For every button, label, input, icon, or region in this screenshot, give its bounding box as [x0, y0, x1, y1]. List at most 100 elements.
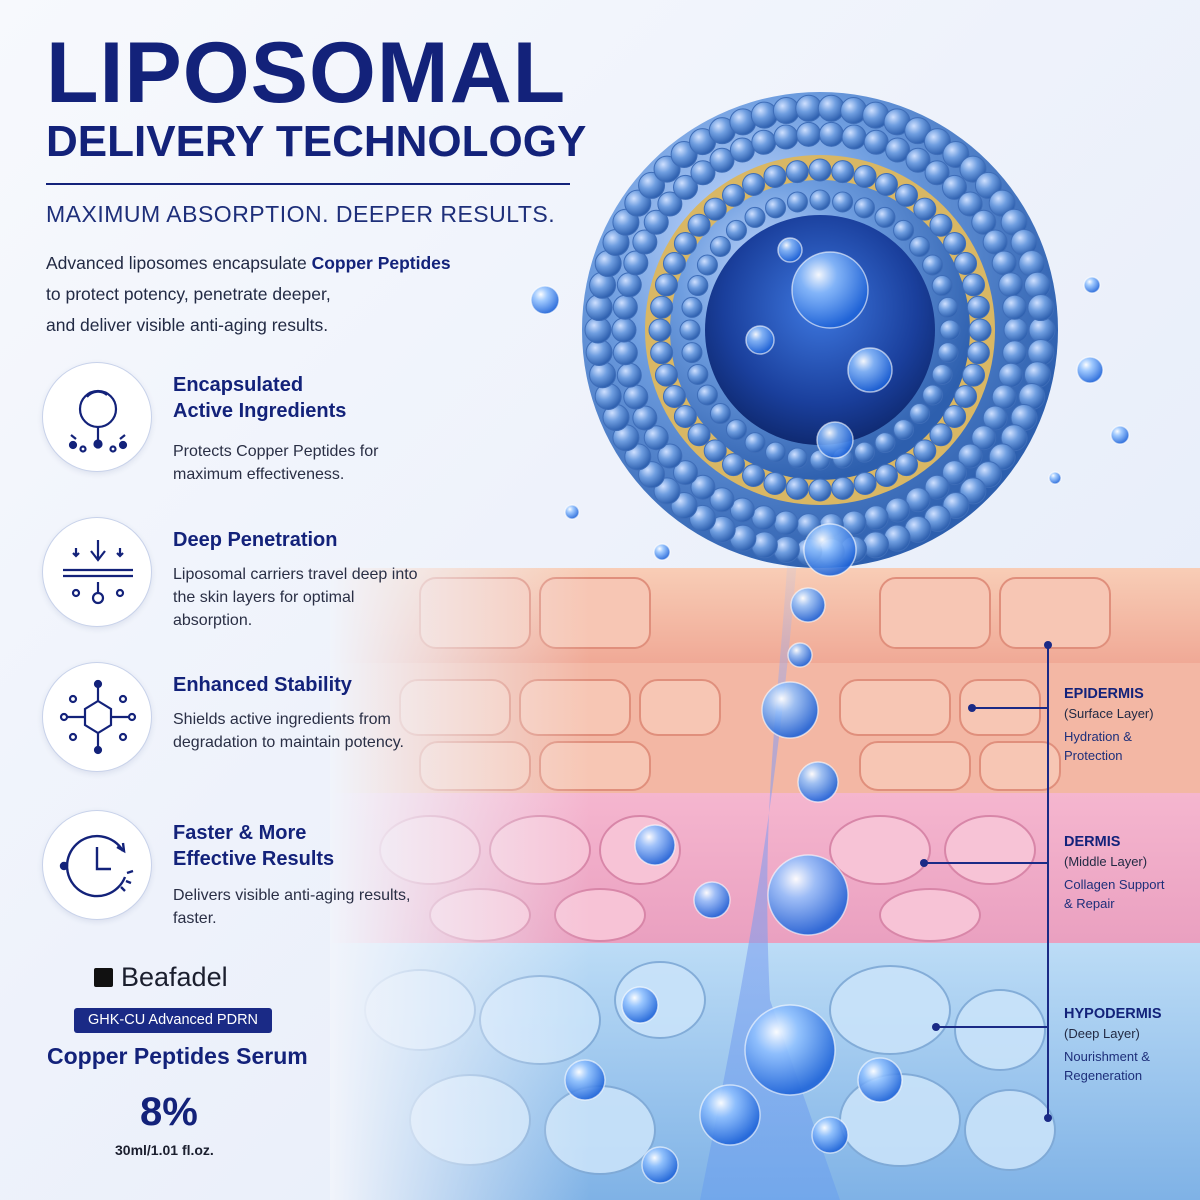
layer-desc-line2: Protection [1064, 748, 1123, 763]
intro-highlight: Copper Peptides [311, 253, 451, 273]
feature-deep-penetration: Deep Penetration Liposomal carriers trav… [42, 517, 422, 632]
lipid-head [687, 363, 709, 385]
lipid-head [924, 474, 950, 500]
lipid-head [942, 460, 968, 486]
brand-square-icon [94, 968, 113, 987]
lipid-head [808, 158, 832, 182]
lipid-head [616, 362, 642, 388]
lipid-head [612, 294, 638, 320]
feature-description: Shields active ingredients from degradat… [173, 711, 404, 751]
lipid-head [942, 492, 970, 520]
lipid-head [939, 319, 961, 341]
lipid-head [968, 318, 992, 342]
feature-title-line1: Enhanced Stability [173, 674, 352, 696]
lipid-head [690, 474, 716, 500]
lipid-head [611, 317, 637, 343]
lipid-head [643, 425, 669, 451]
intro-line3: and deliver visible anti-aging results. [46, 315, 329, 335]
title-divider [46, 183, 570, 185]
lipid-head [632, 229, 658, 255]
feature-title-line2: Active Ingredients [173, 400, 347, 422]
lipid-head [744, 206, 766, 228]
lipid-head [1027, 338, 1055, 366]
lipid-head [929, 213, 953, 237]
feature-title-line2: Effective Results [173, 848, 335, 870]
lipid-head [763, 472, 787, 496]
lipid-head [831, 476, 855, 500]
lipid-head [643, 209, 669, 235]
lipid-head [885, 137, 911, 163]
layer-desc: Hydration &Protection [1064, 727, 1194, 765]
lipid-head [957, 191, 983, 217]
layer-desc-line1: Nourishment & [1064, 1049, 1150, 1064]
lipid-head [962, 273, 986, 297]
lipid-head [796, 121, 822, 147]
lipid-head [922, 254, 944, 276]
feature-title: Enhanced Stability [173, 672, 433, 698]
active-bubbles [530, 237, 1130, 1184]
layer-sub: (Middle Layer) [1064, 854, 1148, 869]
clock-icon [42, 810, 152, 920]
lipid-head [721, 453, 745, 477]
hypodermis-connector [932, 1023, 1047, 1031]
lipid-head [1003, 317, 1029, 343]
lipid-head [632, 405, 658, 431]
lipid-head [751, 505, 777, 531]
lipid-head [673, 231, 697, 255]
feature-description: Liposomal carriers travel deep into the … [173, 566, 418, 629]
lipid-head [589, 361, 617, 389]
feature-title: Deep Penetration [173, 527, 433, 553]
lipid-head [690, 160, 716, 186]
lipid-head [893, 219, 915, 241]
lipid-head [763, 164, 787, 188]
feature-encapsulated: Encapsulated Active Ingredients Protects… [42, 362, 422, 483]
lipid-head [744, 432, 766, 454]
lipid-head [841, 124, 867, 150]
lipid-head [937, 296, 959, 318]
lipid-head [657, 443, 683, 469]
lipid-head [709, 403, 731, 425]
lipid-head [662, 252, 686, 276]
layer-desc-line2: Regeneration [1064, 1068, 1143, 1083]
lipid-head [809, 189, 831, 211]
layer-label-dermis: DERMIS (Middle Layer) Collagen Support& … [1064, 832, 1194, 913]
lipid-head [709, 487, 735, 513]
layer-name: EPIDERMIS [1064, 686, 1144, 702]
layer-desc-line2: & Repair [1064, 896, 1115, 911]
lipid-head [923, 128, 951, 156]
penetration-arrow-icon [42, 517, 152, 627]
lipid-head [687, 423, 711, 447]
lipid-head [612, 340, 638, 366]
lipid-head [729, 137, 755, 163]
lipid-head [840, 97, 868, 125]
lipid-head [808, 478, 832, 502]
lipid-head [893, 419, 915, 441]
feature-faster-results: Faster & More Effective Results Delivers… [42, 810, 422, 927]
lipid-head [895, 453, 919, 477]
lipid-head [672, 460, 698, 486]
lipid-head [818, 121, 844, 147]
lipid-head [853, 441, 875, 463]
lipid-head [721, 183, 745, 207]
lipid-head [863, 505, 889, 531]
lipid-head [862, 531, 890, 559]
lipid-head [931, 275, 953, 297]
lipid-head [874, 464, 898, 488]
layer-sub: (Surface Layer) [1064, 706, 1154, 721]
lipid-head [673, 405, 697, 429]
layer-sub: (Deep Layer) [1064, 1026, 1140, 1041]
lipid-head [648, 318, 672, 342]
layer-desc: Nourishment & Regeneration [1064, 1047, 1194, 1085]
layer-name: DERMIS [1064, 834, 1121, 850]
lipid-head [831, 160, 855, 184]
feature-description: Protects Copper Peptides for maximum eff… [173, 443, 379, 483]
lipid-head [657, 191, 683, 217]
lipid-head [957, 443, 983, 469]
lipid-head [654, 363, 678, 387]
product-name: Copper Peptides Serum [47, 1043, 308, 1069]
product-volume: 30ml/1.01 fl.oz. [115, 1142, 214, 1158]
feature-title: Encapsulated Active Ingredients [173, 372, 433, 424]
lipid-head [750, 101, 778, 129]
lipid-head [670, 140, 698, 168]
